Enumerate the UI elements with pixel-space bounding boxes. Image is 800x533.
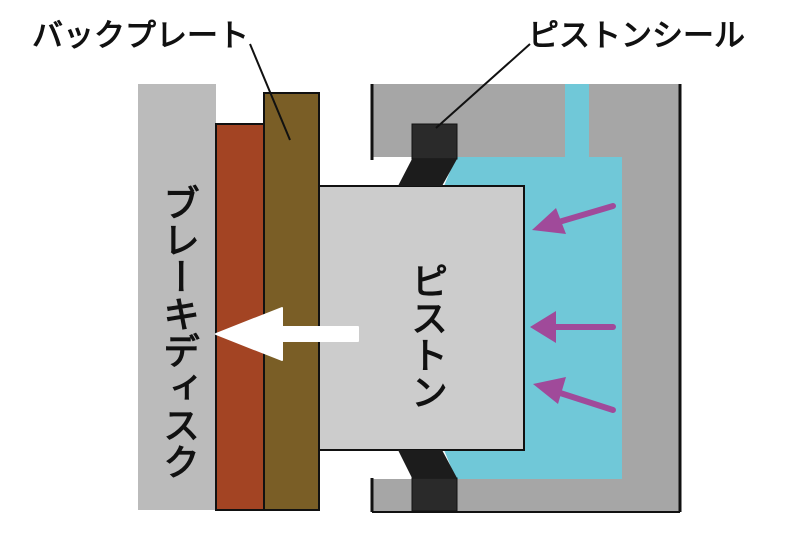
brake-disc-label: ブレーキディスク — [157, 184, 200, 480]
brake-disc — [138, 84, 216, 510]
back-plate-leader-line — [249, 43, 291, 141]
fluid-inlet-channel — [565, 84, 589, 160]
pressure-arrows-icon — [530, 203, 616, 413]
pressure-arrow-2 — [530, 311, 616, 343]
piston-seal-leader-line — [435, 43, 531, 129]
back-plate — [263, 92, 320, 511]
piston-seal-label: ピストンシール — [528, 18, 745, 54]
pressure-arrow-3 — [533, 377, 616, 413]
white-left-arrow-icon — [215, 307, 359, 361]
piston-seal-bottom — [398, 450, 458, 512]
piston-label: ピストン — [405, 262, 448, 410]
back-plate-label: バックプレート — [32, 18, 249, 54]
brake-pad — [215, 123, 265, 511]
pressure-arrow-1 — [532, 203, 616, 234]
piston-seal-top — [398, 123, 458, 186]
